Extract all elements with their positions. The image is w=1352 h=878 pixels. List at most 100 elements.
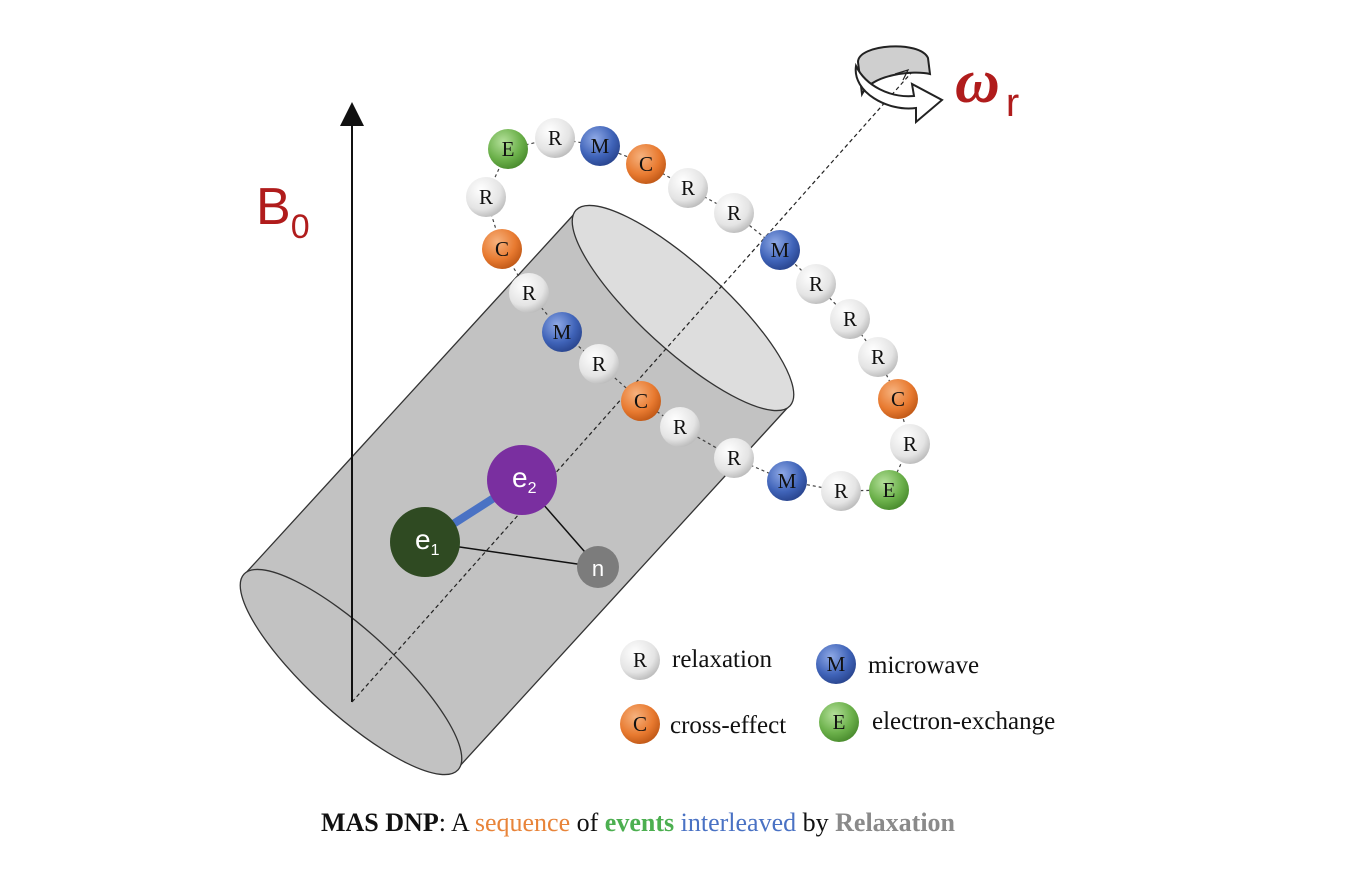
event-bead-r: R [714, 193, 754, 233]
legend-label-electron-exchange: electron-exchange [872, 708, 1055, 735]
event-bead-m-letter: M [778, 469, 797, 493]
event-bead-r: R [535, 118, 575, 158]
event-bead-r: R [668, 168, 708, 208]
legend-bead-m-letter: M [827, 652, 846, 676]
legend-bead-r-letter: R [633, 648, 647, 672]
legend-bead-c-circle [620, 704, 660, 744]
event-bead-m-letter: M [591, 134, 610, 158]
event-bead-c-letter: C [634, 389, 648, 413]
caption-word-interleaved: interleaved [680, 808, 797, 837]
event-bead-r-circle [509, 273, 549, 313]
event-bead-r: R [858, 337, 898, 377]
legend-bead-m-circle [816, 644, 856, 684]
event-bead-c-letter: C [639, 152, 653, 176]
spin-e2-label: e2 [512, 462, 537, 497]
event-bead-c-circle [878, 379, 918, 419]
event-bead-r: R [660, 407, 700, 447]
legend-bead-e-circle [819, 702, 859, 742]
event-bead-r-letter: R [727, 201, 741, 225]
event-bead-m-circle [580, 126, 620, 166]
event-bead-r-letter: R [834, 479, 848, 503]
event-bead-r-circle [890, 424, 930, 464]
event-bead-r-letter: R [548, 126, 562, 150]
event-bead-r: R [509, 273, 549, 313]
event-bead-m: M [542, 312, 582, 352]
event-bead-c: C [482, 229, 522, 269]
event-bead-m-circle [542, 312, 582, 352]
event-bead-r: R [830, 299, 870, 339]
legend-bead-c: C [620, 704, 660, 744]
event-bead-r-letter: R [843, 307, 857, 331]
rotation-arrow-icon [854, 45, 944, 125]
event-bead-e: E [488, 129, 528, 169]
legend-bead-c-letter: C [633, 712, 647, 736]
event-bead-e-circle [488, 129, 528, 169]
caption-title: MAS DNP [320, 808, 439, 837]
spin-e2 [487, 445, 557, 515]
caption-text: by [796, 808, 836, 837]
event-bead-m-circle [760, 230, 800, 270]
event-bead-r-letter: R [673, 415, 687, 439]
event-bead-r-letter: R [479, 185, 493, 209]
event-bead-r: R [821, 471, 861, 511]
event-bead-r-circle [466, 177, 506, 217]
event-bead-r-circle [858, 337, 898, 377]
event-bead-r-circle [535, 118, 575, 158]
caption-word-relaxation: Relaxation [835, 808, 956, 837]
event-bead-e-letter: E [502, 137, 515, 161]
spin-e1-label: e1 [415, 524, 440, 559]
event-bead-r-circle [668, 168, 708, 208]
caption-text: : A [438, 808, 475, 837]
event-bead-r-letter: R [592, 352, 606, 376]
event-bead-r-letter: R [903, 432, 917, 456]
legend-label-microwave: microwave [868, 652, 979, 679]
event-bead-e-letter: E [883, 478, 896, 502]
event-bead-r-letter: R [681, 176, 695, 200]
event-bead-r: R [714, 438, 754, 478]
event-bead-r: R [579, 344, 619, 384]
caption-word-events: events [604, 808, 675, 837]
event-bead-c-circle [626, 144, 666, 184]
spin-system: e1 e2 n [390, 445, 619, 588]
event-bead-m: M [767, 461, 807, 501]
event-bead-c-letter: C [891, 387, 905, 411]
spin-n [577, 546, 619, 588]
event-bead-c-circle [621, 381, 661, 421]
event-bead-r-circle [660, 407, 700, 447]
event-bead-r-circle [796, 264, 836, 304]
spin-e1 [390, 507, 460, 577]
event-bead-r-circle [714, 193, 754, 233]
event-bead-c-circle [482, 229, 522, 269]
event-bead-c-letter: C [495, 237, 509, 261]
event-bead-r-circle [821, 471, 861, 511]
spin-n-label: n [592, 556, 604, 581]
event-bead-e: E [869, 470, 909, 510]
caption-text: of [570, 808, 605, 837]
legend-label-relaxation: relaxation [672, 646, 772, 673]
b0-label: B0 [256, 178, 310, 246]
event-bead-m-circle [767, 461, 807, 501]
event-bead-r-circle [579, 344, 619, 384]
event-bead-c: C [621, 381, 661, 421]
event-bead-r: R [466, 177, 506, 217]
event-bead-r: R [890, 424, 930, 464]
event-bead-m-letter: M [553, 320, 572, 344]
event-bead-r-letter: R [809, 272, 823, 296]
event-bead-c: C [878, 379, 918, 419]
legend-bead-r: R [620, 640, 660, 680]
event-bead-r-letter: R [871, 345, 885, 369]
event-bead-r-letter: R [727, 446, 741, 470]
legend-bead-m: M [816, 644, 856, 684]
event-bead-r-circle [714, 438, 754, 478]
event-bead-m-letter: M [771, 238, 790, 262]
legend-bead-e-letter: E [833, 710, 846, 734]
legend-bead-r-circle [620, 640, 660, 680]
legend-label-cross-effect: cross-effect [670, 712, 786, 739]
caption-word-sequence: sequence [474, 808, 571, 837]
event-bead-c: C [626, 144, 666, 184]
event-bead-e-circle [869, 470, 909, 510]
